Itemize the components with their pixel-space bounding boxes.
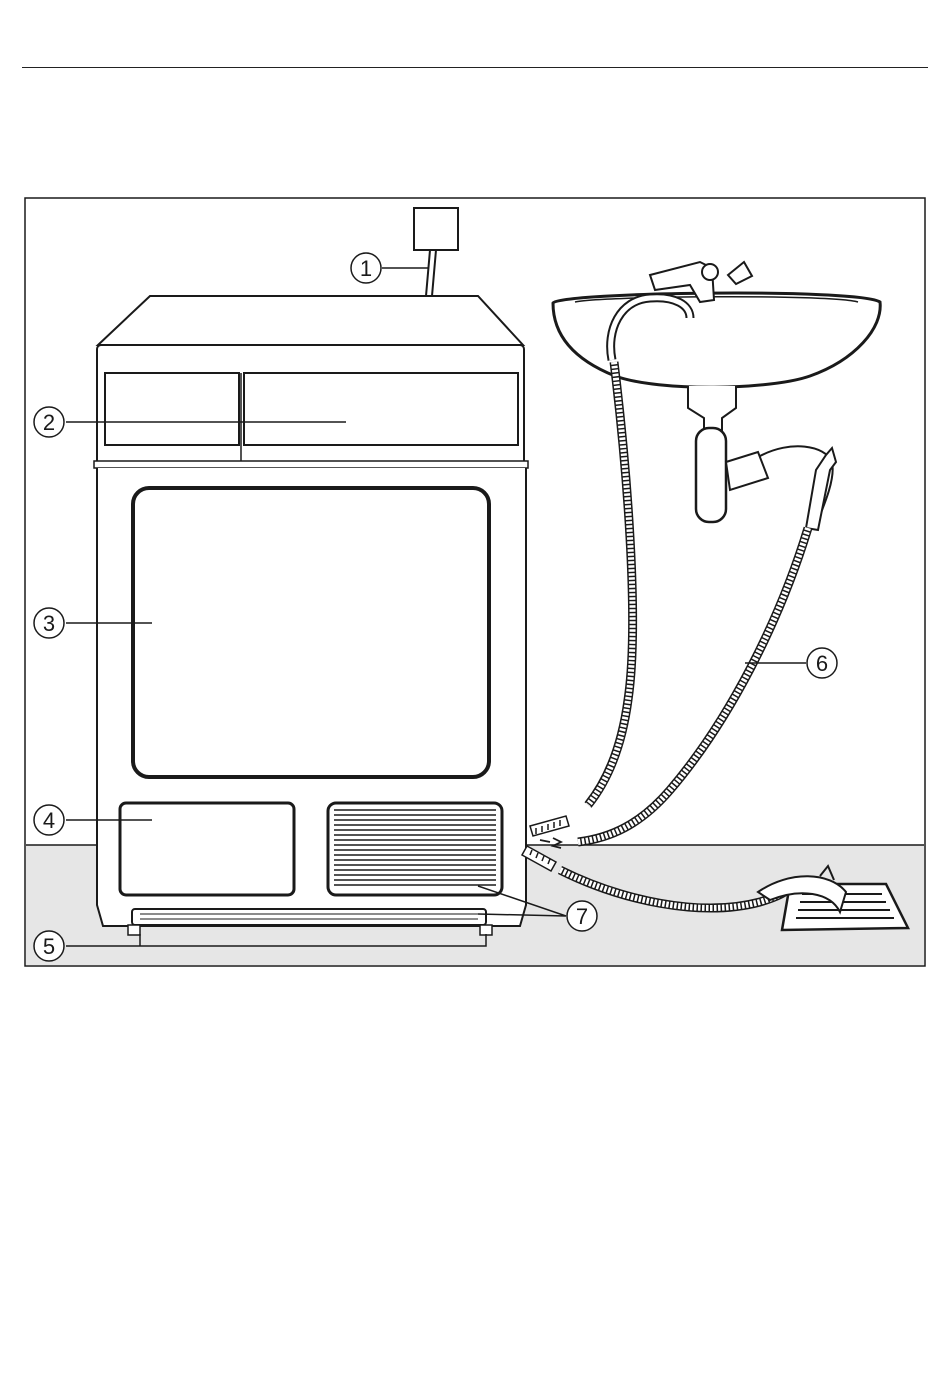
callout-2-label: 2 [43, 410, 55, 435]
dryer-top [98, 296, 523, 345]
callout-7-label: 7 [576, 904, 588, 929]
callout-5-label: 5 [43, 934, 55, 959]
callout-1: 1 [351, 253, 381, 283]
callout-7: 7 [567, 901, 597, 931]
condenser-access-panel [120, 803, 294, 895]
dryer-installation-diagram: 1 2 3 4 5 6 7 [24, 197, 926, 967]
control-panel [244, 373, 518, 445]
siphon-trap [696, 428, 726, 522]
header-rule [22, 67, 928, 68]
callout-5: 5 [34, 931, 64, 961]
callout-1-label: 1 [360, 256, 372, 281]
callout-3: 3 [34, 608, 64, 638]
fascia-trim [94, 461, 528, 468]
callout-3-label: 3 [43, 611, 55, 636]
dryer [94, 296, 528, 935]
wall-socket [414, 208, 458, 250]
foot-left [128, 925, 140, 935]
door [133, 488, 489, 777]
program-selector-panel [105, 373, 239, 445]
callout-4-label: 4 [43, 808, 55, 833]
plinth-vent [132, 909, 486, 925]
foot-right [480, 925, 492, 935]
callout-2: 2 [34, 407, 64, 437]
air-intake-grille [328, 803, 502, 895]
callout-4: 4 [34, 805, 64, 835]
callout-6: 6 [807, 648, 837, 678]
callout-6-label: 6 [816, 651, 828, 676]
